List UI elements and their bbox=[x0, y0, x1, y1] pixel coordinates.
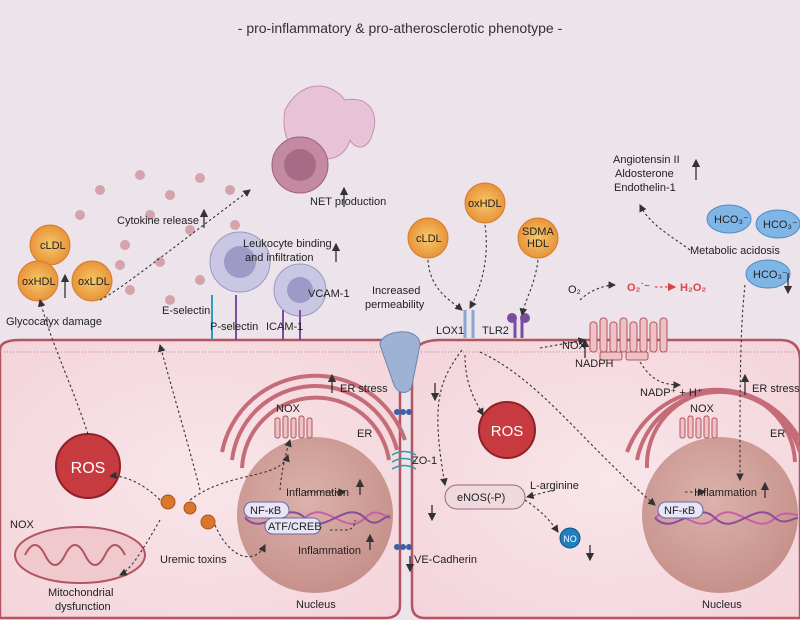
label-uremic-toxins: Uremic toxins bbox=[160, 554, 227, 566]
label-hco3-1: HCO₃⁻ bbox=[714, 214, 749, 226]
neutrophil-net bbox=[271, 85, 376, 194]
hco3-bubble-1 bbox=[706, 204, 752, 234]
label-nadp: NADP⁺ + H⁺ bbox=[640, 387, 703, 399]
label-sdma-1: SDMA bbox=[522, 226, 554, 238]
adhesion-molecules bbox=[211, 295, 301, 340]
label-inflammation-2: Inflammation bbox=[298, 545, 361, 557]
atf-box bbox=[264, 517, 322, 535]
label-nucleus-left: Nucleus bbox=[296, 599, 336, 611]
label-leukocyte-binding-2: and infiltration bbox=[245, 252, 314, 264]
label-icam: ICAM-1 bbox=[266, 321, 303, 333]
enos-box bbox=[444, 484, 526, 510]
label-er-right: ER bbox=[770, 428, 785, 440]
label-er-left: ER bbox=[357, 428, 372, 440]
nfkb-left-box bbox=[243, 501, 290, 519]
membrane-nox-complex bbox=[589, 317, 668, 361]
label-net-production: NET production bbox=[310, 196, 386, 208]
label-hco3-3: HCO₃⁻ bbox=[753, 269, 788, 281]
receptors bbox=[463, 310, 530, 338]
label-mito-1: Mitochondrial bbox=[48, 587, 113, 599]
label-l-arginine: L-arginine bbox=[530, 480, 579, 492]
label-nox-mito: NOX bbox=[10, 519, 35, 531]
label-vcam: VCAM-1 bbox=[308, 288, 350, 300]
label-nfkb-left: NF-κB bbox=[250, 505, 281, 517]
arrows bbox=[37, 189, 746, 576]
hco3-bubble-2 bbox=[755, 209, 800, 239]
lipoproteins-right bbox=[407, 182, 559, 259]
ros-right-bubble bbox=[478, 401, 536, 459]
label-hco3-2: HCO₃⁻ bbox=[763, 219, 798, 231]
label-tlr2: TLR2 bbox=[482, 325, 509, 337]
label-er-stress-left: ER stress bbox=[340, 383, 388, 395]
label-endothelin: Endothelin-1 bbox=[614, 182, 676, 194]
hco3-bubble-3 bbox=[745, 259, 791, 289]
left-er bbox=[220, 373, 407, 469]
label-nucleus-right: Nucleus bbox=[702, 599, 742, 611]
label-nadph: NADPH bbox=[575, 358, 614, 370]
zo1-junction bbox=[391, 450, 417, 470]
label-er-stress-right: ER stress bbox=[752, 383, 800, 395]
label-mito-2: dysfunction bbox=[55, 601, 111, 613]
label-ros-left: ROS bbox=[71, 460, 106, 477]
transmigrating-cell bbox=[379, 331, 421, 393]
right-nucleus bbox=[642, 437, 799, 593]
label-inflammation-1: Inflammation bbox=[286, 487, 349, 499]
mitochondrion bbox=[14, 526, 146, 584]
label-inflammation-3: Inflammation bbox=[694, 487, 757, 499]
nfkb-right-box bbox=[657, 501, 704, 519]
label-lox1: LOX1 bbox=[436, 325, 464, 337]
lipoproteins-left bbox=[17, 224, 113, 302]
label-metabolic-acidosis: Metabolic acidosis bbox=[690, 245, 780, 257]
label-increased-perm-2: permeability bbox=[365, 299, 425, 311]
label-zo1: ZO-1 bbox=[412, 455, 437, 467]
no-bubble bbox=[559, 527, 581, 549]
label-cldl-right: cLDL bbox=[416, 233, 442, 245]
right-nox-cluster bbox=[679, 415, 718, 439]
label-oxldl-left: oxLDL bbox=[78, 276, 110, 288]
label-oxhdl-right: oxHDL bbox=[468, 198, 502, 210]
label-increased-perm-1: Increased bbox=[372, 285, 420, 297]
label-e-selectin: E-selectin bbox=[162, 305, 210, 317]
label-o2: O₂ bbox=[568, 284, 581, 296]
label-oxhdl-left: oxHDL bbox=[22, 276, 56, 288]
label-ve-cadherin: VE-Cadherin bbox=[414, 554, 477, 566]
page-title: - pro-inflammatory & pro-atherosclerotic… bbox=[238, 20, 563, 36]
label-nox-left: NOX bbox=[276, 403, 301, 415]
label-cytokine-release: Cytokine release bbox=[117, 215, 199, 227]
label-angiotensin: Angiotensin II bbox=[613, 154, 680, 166]
label-ros-right: ROS bbox=[491, 423, 524, 440]
label-glycocalyx: Glycocalyx damage bbox=[6, 316, 102, 328]
tight-junctions bbox=[394, 409, 412, 550]
right-er bbox=[625, 387, 800, 469]
label-aldosterone: Aldosterone bbox=[615, 168, 674, 180]
label-atf: ATF/CREB bbox=[268, 521, 322, 533]
label-nox-right: NOX bbox=[690, 403, 715, 415]
label-leukocyte-binding-1: Leukocyte binding bbox=[243, 238, 332, 250]
label-enos: eNOS(-P) bbox=[457, 492, 505, 504]
label-h2o2: H₂O₂ bbox=[680, 282, 706, 294]
leukocytes bbox=[209, 231, 327, 317]
label-superoxide: O₂˙⁻ bbox=[627, 282, 650, 294]
left-nox-cluster bbox=[274, 415, 313, 439]
label-nfkb-right: NF-κB bbox=[664, 505, 695, 517]
uremic-toxins-particles bbox=[160, 494, 216, 530]
label-p-selectin: P-selectin bbox=[210, 321, 258, 333]
label-sdma-2: HDL bbox=[527, 238, 549, 250]
label-no: NO bbox=[563, 534, 577, 544]
label-cldl-left: cLDL bbox=[40, 240, 66, 252]
trend-arrows bbox=[60, 158, 793, 573]
label-nox-membrane: NOX bbox=[562, 340, 587, 352]
